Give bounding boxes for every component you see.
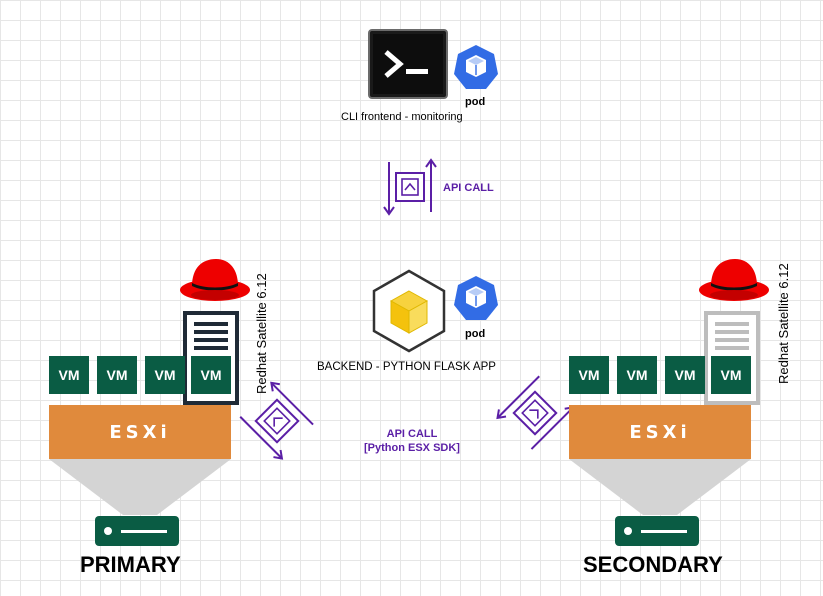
primary-satellite-label: Redhat Satellite 6.12 bbox=[254, 273, 269, 394]
cli-pod-label: pod bbox=[465, 96, 486, 108]
secondary-host-funnel bbox=[569, 459, 751, 517]
api-call-top-icon bbox=[380, 157, 440, 217]
secondary-redhat-icon bbox=[697, 256, 771, 304]
cli-terminal-icon bbox=[368, 29, 448, 99]
primary-vm-3: VM bbox=[145, 356, 185, 394]
cli-label: CLI frontend - monitoring bbox=[341, 111, 463, 123]
api-call-top-label: API CALL bbox=[443, 182, 494, 194]
api-call-right-icon bbox=[494, 372, 576, 454]
secondary-vm-3: VM bbox=[665, 356, 705, 394]
secondary-vm-1: VM bbox=[569, 356, 609, 394]
backend-pod-icon bbox=[453, 275, 499, 321]
primary-host-funnel bbox=[49, 459, 231, 517]
backend-pod-label: pod bbox=[465, 328, 486, 340]
secondary-satellite-label: Redhat Satellite 6.12 bbox=[776, 263, 791, 384]
api-call-bottom-line1: API CALL bbox=[386, 428, 438, 440]
secondary-title: SECONDARY bbox=[583, 552, 723, 577]
primary-vm-1: VM bbox=[49, 356, 89, 394]
backend-label: BACKEND - PYTHON FLASK APP bbox=[317, 361, 496, 373]
api-call-bottom-line2: [Python ESX SDK] bbox=[364, 442, 460, 454]
primary-title: PRIMARY bbox=[80, 552, 181, 577]
primary-redhat-icon bbox=[178, 256, 252, 304]
api-call-left-icon bbox=[236, 380, 318, 462]
python-package-icon bbox=[371, 269, 447, 353]
secondary-esxi: ESXi bbox=[569, 405, 751, 459]
secondary-vm-4: VM bbox=[711, 356, 751, 394]
primary-esxi: ESXi bbox=[49, 405, 231, 459]
secondary-host-icon bbox=[615, 516, 699, 546]
cli-pod-icon bbox=[453, 44, 499, 90]
api-call-bottom-label: API CALL [Python ESX SDK] bbox=[362, 427, 462, 455]
primary-host-icon bbox=[95, 516, 179, 546]
primary-vm-2: VM bbox=[97, 356, 137, 394]
secondary-vm-2: VM bbox=[617, 356, 657, 394]
primary-vm-4: VM bbox=[191, 356, 231, 394]
